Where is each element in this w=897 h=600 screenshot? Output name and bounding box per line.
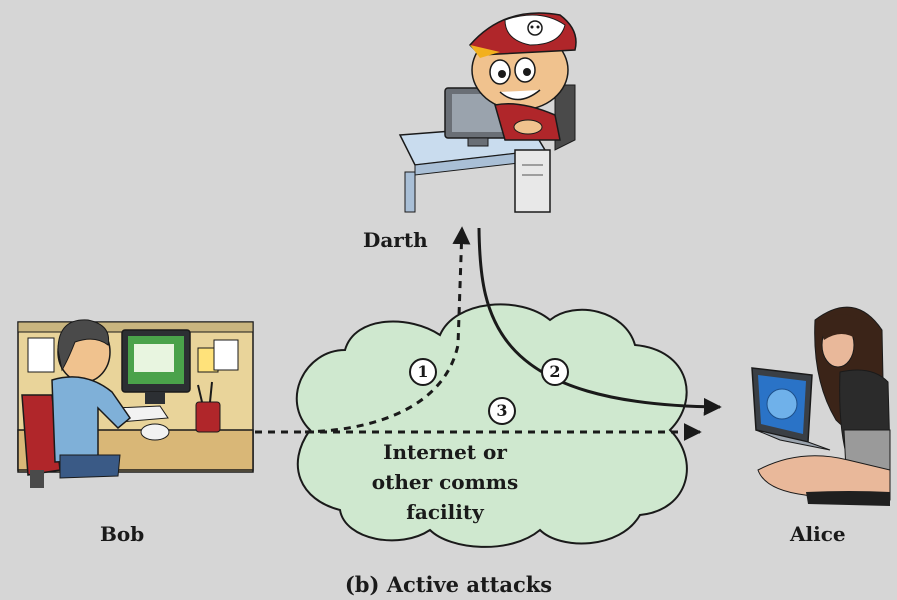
cloud-label-line2: other comms facility: [371, 470, 519, 524]
path-1-arrow: [304, 226, 471, 434]
step-1-marker: 1: [409, 358, 437, 386]
bob-workstation-illustration: [17, 319, 254, 488]
bob-label: Bob: [100, 522, 145, 546]
step-3-marker: 3: [488, 397, 516, 425]
cloud-label-line1: Internet or: [383, 440, 507, 464]
darth-hacker-illustration: [398, 12, 577, 213]
cloud-label: Internet or other comms facility: [330, 437, 560, 527]
step-2-marker: 2: [541, 358, 569, 386]
alice-laptop-illustration: [751, 306, 891, 506]
figure-caption: (b) Active attacks: [344, 572, 553, 597]
path-2-arrow: [477, 227, 722, 416]
darth-label: Darth: [363, 228, 428, 252]
internet-cloud: [295, 303, 688, 548]
alice-label: Alice: [790, 522, 846, 546]
